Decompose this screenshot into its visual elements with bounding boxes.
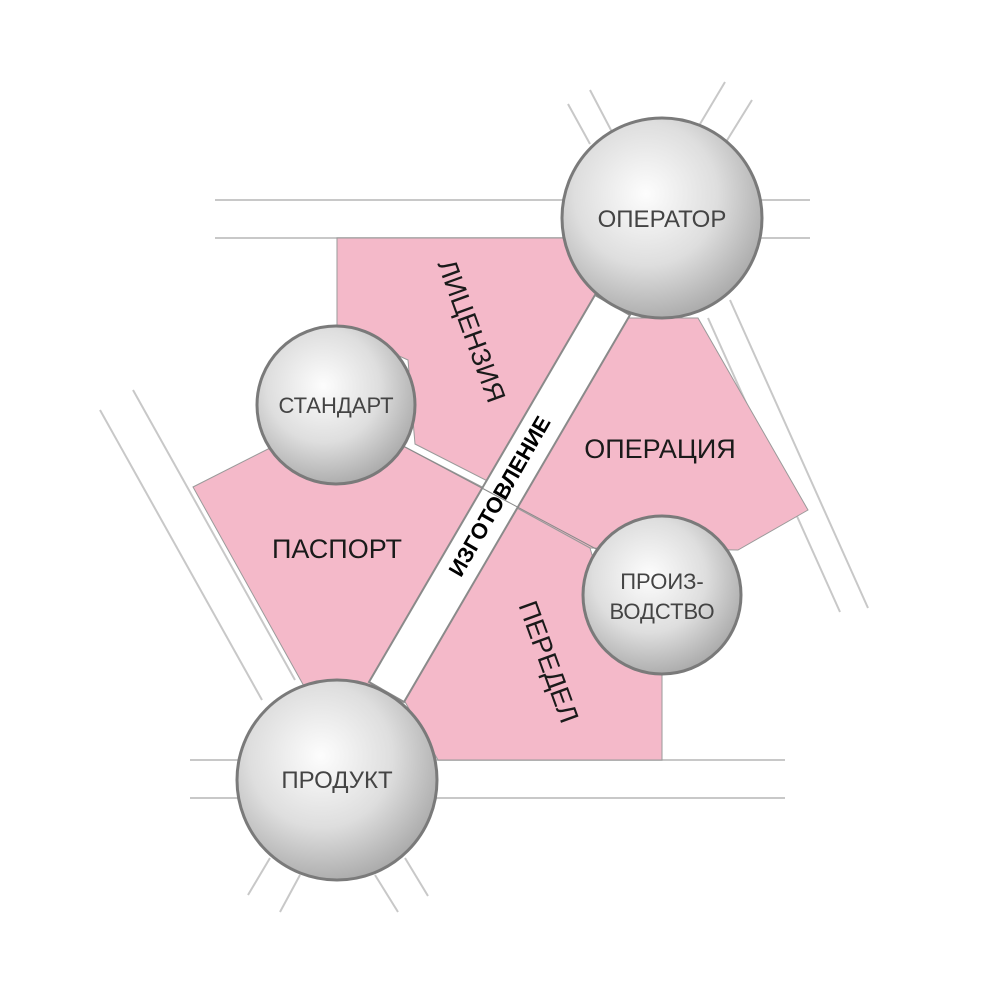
node-standard-label: СТАНДАРТ bbox=[278, 393, 393, 418]
region-passport-label: ПАСПОРТ bbox=[272, 534, 402, 564]
node-product bbox=[235, 678, 439, 882]
node-operator-label: ОПЕРАТОР bbox=[598, 206, 727, 233]
node-production-label-line2: ВОДСТВО bbox=[609, 599, 714, 624]
node-operator bbox=[560, 116, 764, 320]
node-standard bbox=[255, 324, 417, 486]
node-production-label-line1: ПРОИЗ- bbox=[620, 569, 704, 594]
nodes bbox=[235, 116, 764, 882]
node-product-label: ПРОДУКТ bbox=[281, 767, 393, 794]
node-production bbox=[581, 514, 743, 676]
regions bbox=[192, 237, 809, 761]
region-operation-label: ОПЕРАЦИЯ bbox=[584, 434, 736, 464]
divider-line bbox=[404, 446, 599, 551]
